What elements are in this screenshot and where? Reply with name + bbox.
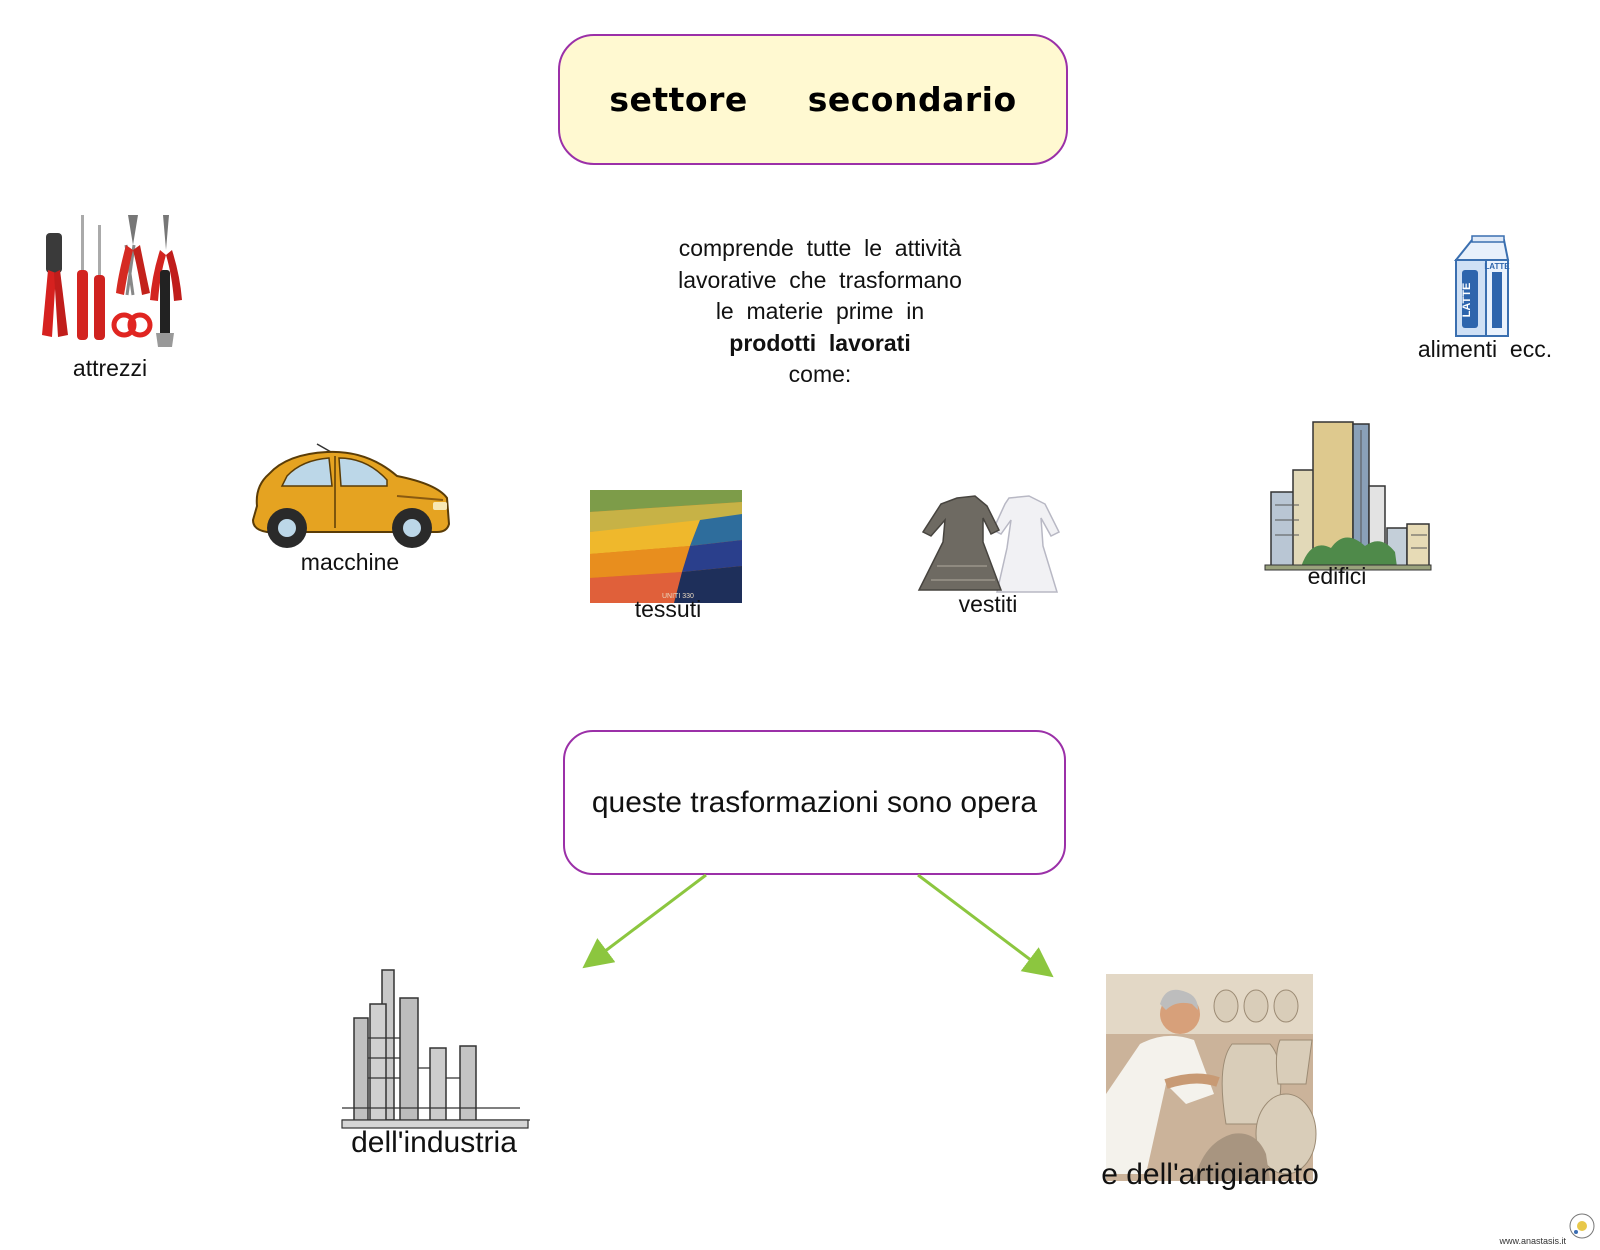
arrow-to-crafts	[918, 875, 1044, 970]
footer-url[interactable]: www.anastasis.it	[1499, 1236, 1566, 1246]
label-industria: dell'industria	[334, 1126, 534, 1160]
label-artigianato: e dell'artigianato	[1092, 1158, 1328, 1192]
factory-icon	[340, 968, 532, 1148]
potter-icon	[1106, 974, 1313, 1181]
logo-seal-icon	[1568, 1212, 1596, 1240]
